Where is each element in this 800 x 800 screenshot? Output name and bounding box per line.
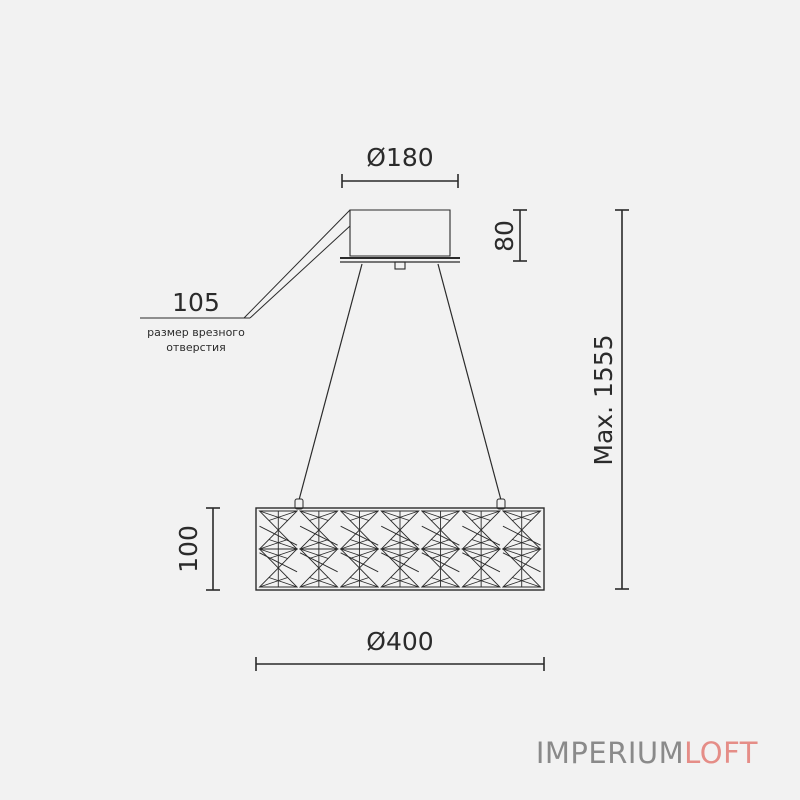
crystal-edge <box>299 539 329 550</box>
crystal-edge <box>421 548 451 559</box>
crystal-edge <box>349 510 379 521</box>
shade-height-label: 100 <box>174 525 203 573</box>
crystal-edge <box>462 539 491 550</box>
crystal-edge <box>299 552 338 573</box>
crystal-edge <box>512 539 541 550</box>
brand-logo-part2: LOFT <box>684 736 758 770</box>
crystal-edge <box>462 548 491 559</box>
crystal-edge <box>259 510 288 521</box>
crystal-edge <box>381 552 419 573</box>
canopy-height-label: 80 <box>490 220 519 252</box>
brand-logo: IMPERIUMLOFT <box>536 736 758 770</box>
cutout-leader <box>140 209 351 319</box>
crystal-edge <box>421 510 451 521</box>
cutout-caption-line1: размер врезного <box>147 326 245 339</box>
shade-diameter-dimension <box>255 657 545 671</box>
crystal-edge <box>309 548 338 559</box>
crystal-edge <box>259 548 288 559</box>
crystal-edge <box>299 577 329 588</box>
crystal-edge <box>431 539 460 550</box>
crystal-edge <box>268 510 298 521</box>
crystal-edge <box>431 510 460 521</box>
crystal-edge <box>390 510 419 521</box>
max-height-dimension <box>615 209 629 590</box>
crystal-edge <box>431 577 460 588</box>
cutout-size-label: 105 <box>172 288 220 317</box>
crystal-edge <box>421 539 451 550</box>
crystal-edge <box>462 510 491 521</box>
crystal-edge <box>349 548 379 559</box>
crystal-edge <box>462 552 501 573</box>
cable-clips <box>294 498 506 510</box>
crystal-edge <box>390 548 419 559</box>
crystal-edge <box>259 525 298 546</box>
canopy-height-dimension <box>513 209 527 262</box>
crystal-pattern <box>258 510 542 588</box>
crystal-edge <box>502 548 532 559</box>
crystal-edge <box>299 510 329 521</box>
crystal-edge <box>471 548 501 559</box>
crystal-edge <box>268 539 298 550</box>
crystal-edge <box>502 552 541 573</box>
crystal-edge <box>502 539 532 550</box>
shade-height-dimension <box>206 507 220 591</box>
crystal-edge <box>340 552 379 573</box>
crystal-edge <box>462 525 501 546</box>
crystal-edge <box>349 577 379 588</box>
crystal-edge <box>299 525 338 546</box>
crystal-edge <box>381 539 410 550</box>
max-height-label: Max. 1555 <box>589 334 618 465</box>
crystal-edge <box>502 525 541 546</box>
crystal-edge <box>471 510 501 521</box>
crystal-edge <box>431 548 460 559</box>
crystal-edge <box>340 577 369 588</box>
canopy-diameter-dimension <box>341 174 459 188</box>
crystal-edge <box>390 539 419 550</box>
crystal-edge <box>502 577 532 588</box>
crystal-edge <box>309 539 338 550</box>
ceiling-canopy <box>340 209 460 270</box>
crystal-edge <box>421 552 460 573</box>
crystal-edge <box>512 548 541 559</box>
crystal-edge <box>421 525 460 546</box>
crystal-edge <box>381 510 410 521</box>
crystal-edge <box>512 510 541 521</box>
crystal-edge <box>471 577 501 588</box>
crystal-edge <box>340 548 369 559</box>
crystal-edge <box>390 577 419 588</box>
crystal-edge <box>512 577 541 588</box>
crystal-edge <box>309 510 338 521</box>
crystal-edge <box>340 539 369 550</box>
cutout-caption-line2: отверстия <box>166 341 226 354</box>
crystal-edge <box>340 525 379 546</box>
suspension-cables <box>298 263 502 501</box>
crystal-edge <box>299 548 329 559</box>
crystal-edge <box>381 577 410 588</box>
canopy-diameter-label: Ø180 <box>366 143 433 172</box>
crystal-edge <box>462 577 491 588</box>
crystal-edge <box>349 539 379 550</box>
crystal-edge <box>259 552 298 573</box>
crystal-edge <box>259 539 288 550</box>
crystal-edge <box>309 577 338 588</box>
crystal-edge <box>381 548 410 559</box>
crystal-edge <box>421 577 451 588</box>
crystal-edge <box>502 510 532 521</box>
brand-logo-part1: IMPERIUM <box>535 736 685 770</box>
crystal-edge <box>268 548 298 559</box>
shade-diameter-label: Ø400 <box>366 627 433 656</box>
crystal-shade <box>255 507 545 591</box>
crystal-edge <box>381 525 419 546</box>
crystal-edge <box>268 577 298 588</box>
crystal-edge <box>471 539 501 550</box>
crystal-edge <box>340 510 369 521</box>
crystal-edge <box>259 577 288 588</box>
